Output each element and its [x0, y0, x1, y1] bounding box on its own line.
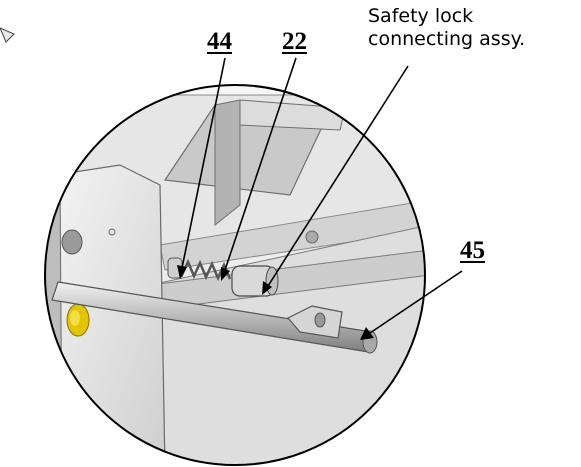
leader-line-45 [369, 270, 463, 334]
safety-lock-label: Safety lock connecting assy. [368, 5, 525, 51]
arrowhead-safety-lock [262, 281, 272, 295]
safety-lock-label-line1: Safety lock [368, 5, 474, 27]
callout-44: 44 [207, 28, 232, 55]
leader-line-44 [181, 57, 226, 269]
corner-fragment [0, 27, 15, 43]
arrowhead-44 [177, 265, 187, 279]
detail-circle [44, 84, 426, 466]
callout-22: 22 [282, 28, 307, 55]
arrowhead-22 [221, 267, 230, 281]
detail-view [45, 85, 425, 465]
leader-line-22 [224, 57, 297, 271]
safety-lock-label-line2: connecting assy. [368, 28, 526, 50]
leader-line-safety-lock [267, 65, 409, 287]
callout-45: 45 [460, 237, 485, 264]
arrowhead-45 [360, 327, 374, 340]
